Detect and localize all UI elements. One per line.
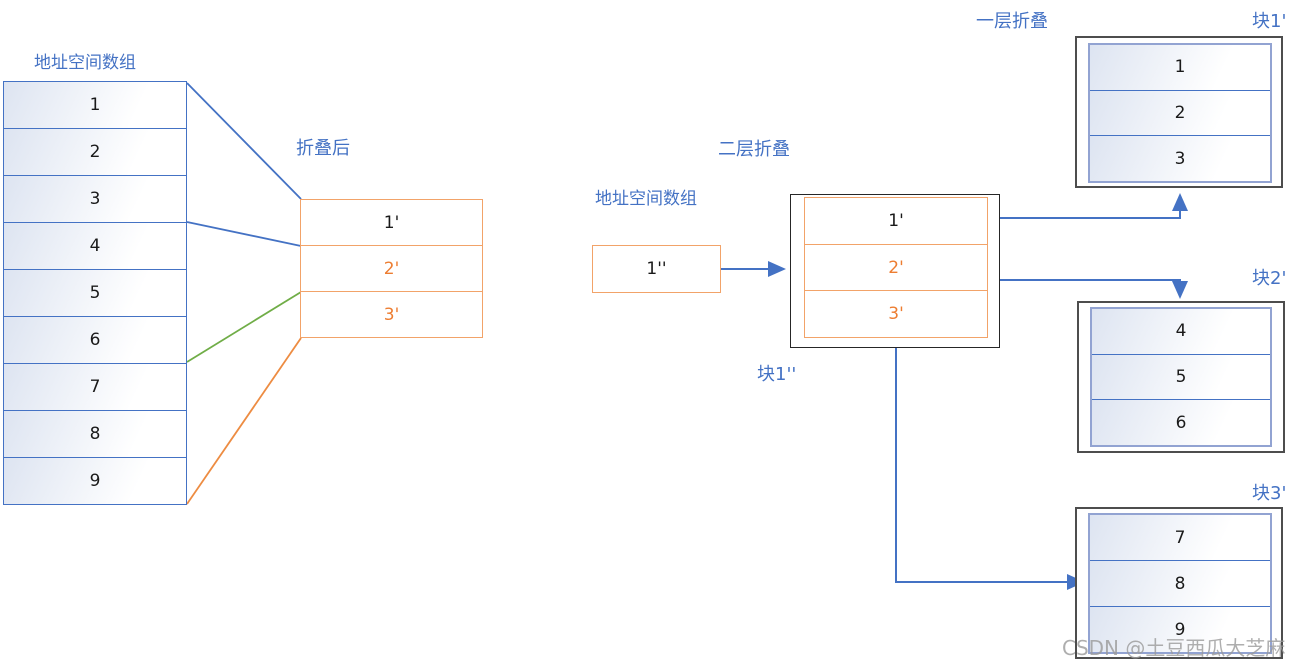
array-cell: 8 <box>4 411 186 458</box>
block2-label: 块2' <box>1252 268 1287 289</box>
block2-cell: 6 <box>1092 400 1270 446</box>
block3-label: 块3' <box>1252 483 1287 504</box>
block2-cell: 5 <box>1092 354 1270 401</box>
folded-stack: 1' 2' 3' <box>300 199 483 338</box>
second-fold-array-title: 地址空间数组 <box>595 189 697 209</box>
block1pp-cell: 1' <box>805 198 987 245</box>
block1pp-cell: 3' <box>805 291 987 338</box>
fold-line-orange <box>186 337 302 505</box>
array-cell: 3 <box>4 176 186 223</box>
block1pp-cell: 2' <box>805 244 987 292</box>
block1-cell: 1 <box>1090 45 1270 91</box>
folded-cell: 3' <box>301 292 482 337</box>
folded-cell: 1' <box>301 200 482 246</box>
block1pp-label: 块1'' <box>757 364 797 385</box>
left-array-title: 地址空间数组 <box>34 53 136 73</box>
array-cell: 4 <box>4 223 186 270</box>
block3-cell: 8 <box>1090 561 1270 607</box>
fold-line-green <box>186 291 302 363</box>
first-fold-title: 一层折叠 <box>976 11 1048 32</box>
block3-cell: 7 <box>1090 515 1270 561</box>
array-cell: 1 <box>4 82 186 129</box>
second-fold-title: 二层折叠 <box>718 139 790 160</box>
address-space-array: 1 2 3 4 5 6 7 8 9 <box>3 81 187 505</box>
arrow-to-block2 <box>988 279 1188 299</box>
block1-stack: 1 2 3 <box>1088 43 1272 183</box>
arrow-to-block1 <box>988 193 1188 219</box>
block2-stack: 4 5 6 <box>1090 307 1272 447</box>
block2-cell: 4 <box>1092 309 1270 355</box>
array-cell: 2 <box>4 129 186 176</box>
fold-line-mid-blue <box>186 221 302 247</box>
array-cell: 6 <box>4 317 186 364</box>
array-cell: 7 <box>4 364 186 411</box>
block1-label: 块1' <box>1252 11 1287 32</box>
folded-title: 折叠后 <box>296 138 350 159</box>
array-cell: 9 <box>4 458 186 504</box>
block1pp-stack: 1' 2' 3' <box>804 197 988 338</box>
fold-line-top-blue <box>186 82 302 200</box>
block1-cell: 2 <box>1090 90 1270 137</box>
block1-cell: 3 <box>1090 136 1270 182</box>
block3-cell: 9 <box>1090 607 1270 652</box>
folded-cell: 2' <box>301 246 482 292</box>
arrow-to-block3 <box>895 338 1085 590</box>
array-cell: 5 <box>4 270 186 317</box>
csdn-watermark: CSDN @土豆西瓜大芝麻 <box>1062 636 1286 660</box>
block3-stack: 7 8 9 <box>1088 513 1272 654</box>
source-cell: 1'' <box>592 245 721 293</box>
